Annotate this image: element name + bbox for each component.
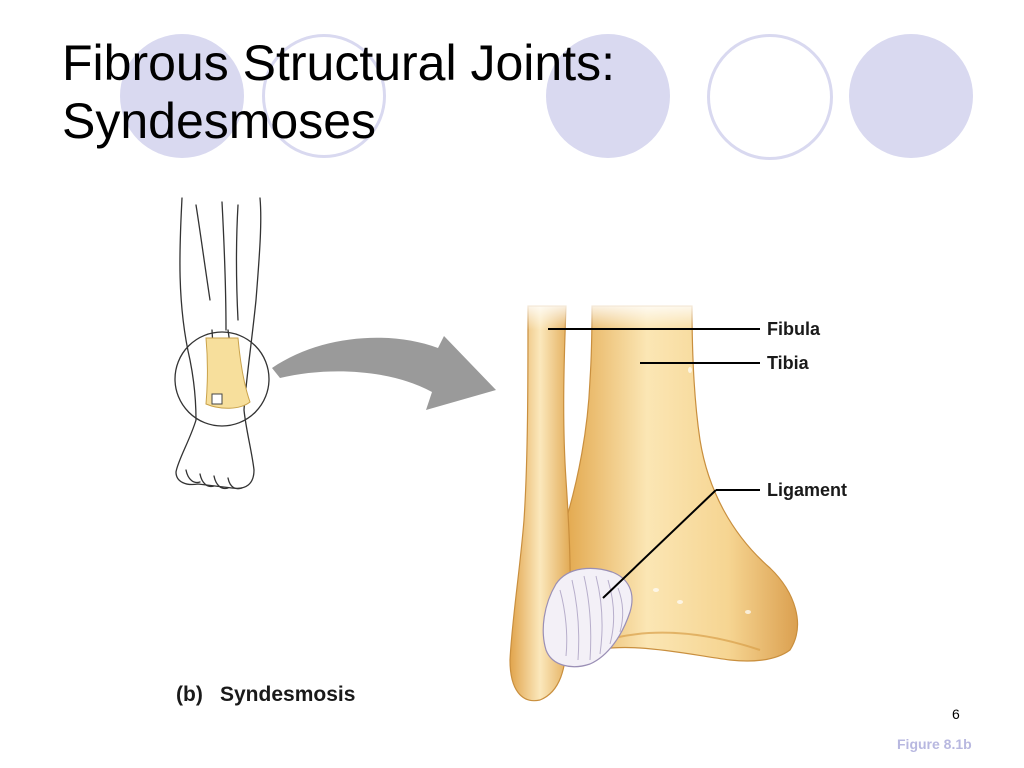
figure-reference: Figure 8.1b <box>897 736 972 752</box>
leg-zoom-circle <box>174 331 270 427</box>
tibia-bone <box>565 305 799 662</box>
decor-circle-4 <box>707 34 833 160</box>
label-tibia: Tibia <box>767 353 810 373</box>
leg-ligament-mark <box>211 393 223 405</box>
decor-circle-2 <box>262 34 386 158</box>
leader-lines <box>548 328 760 599</box>
curved-arrow-icon <box>272 336 496 410</box>
leg-ankle-highlight <box>205 337 251 409</box>
decor-circle-1 <box>120 34 244 158</box>
slide-title-line-2: Syndesmoses <box>62 93 377 149</box>
decor-circle-5 <box>849 34 973 158</box>
ligament-illustration <box>542 567 633 668</box>
tibia-articular-surface <box>605 631 761 651</box>
leader-line-ligament-d <box>602 489 717 599</box>
figure-caption-letter: (b) <box>176 683 203 706</box>
slide-title: Fibrous Structural Joints: Syndesmoses <box>62 34 615 150</box>
bone-surface-details <box>653 367 751 614</box>
figure-caption-title: Syndesmosis <box>220 683 355 706</box>
page-number: 6 <box>952 706 960 722</box>
slide-title-line-1: Fibrous Structural Joints: <box>62 35 615 91</box>
label-ligament: Ligament <box>767 480 847 500</box>
decor-circle-3 <box>546 34 670 158</box>
label-fibula: Fibula <box>767 319 821 339</box>
